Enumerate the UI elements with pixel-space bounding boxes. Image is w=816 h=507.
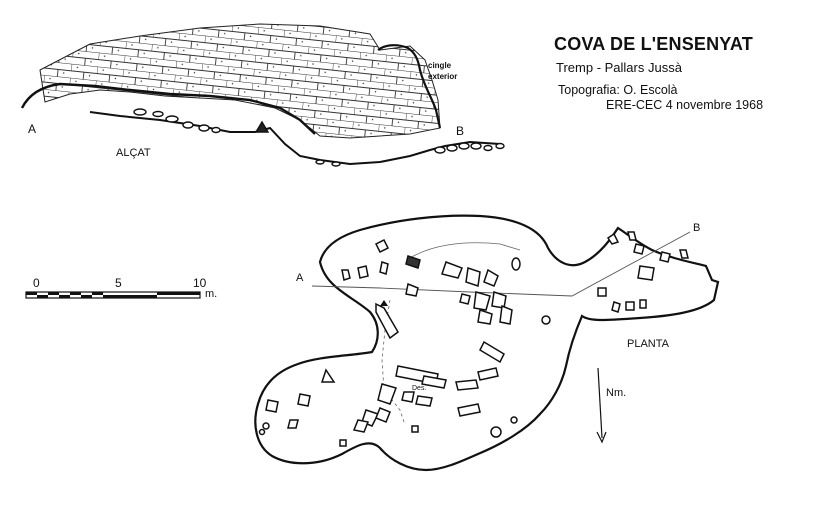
scale-tick-0: 0 (33, 276, 40, 290)
elevation-roof-line (20, 82, 316, 135)
plan-label: PLANTA (627, 338, 669, 350)
elevation-label: ALÇAT (116, 147, 151, 159)
plan-section (254, 214, 720, 472)
elevation-section (20, 23, 505, 167)
north-label: Nm. (606, 387, 627, 399)
north-arrow-icon (596, 367, 607, 444)
plan-survey-line (311, 231, 691, 297)
plan-point-b: B (693, 222, 701, 234)
elevation-point-b: B (456, 124, 465, 138)
map-title: COVA DE L'ENSENYAT (554, 34, 753, 54)
cliff-label-2: exterior (428, 72, 458, 81)
location-text: Tremp - Pallars Jussà (556, 60, 682, 75)
scale-tick-10: 10 (193, 276, 207, 290)
scale-tick-5: 5 (115, 276, 122, 290)
scale-unit: m. (205, 288, 218, 300)
plan-small-label: Des. (412, 385, 427, 392)
team-date-text: ERE-CEC 4 novembre 1968 (606, 98, 764, 112)
scale-bar (25, 291, 201, 299)
cliff-label-1: cingle (428, 61, 452, 70)
elevation-cliff-line (377, 44, 442, 129)
plan-blocks (258, 231, 689, 447)
plan-point-a: A (296, 272, 304, 284)
elevation-point-a: A (28, 122, 37, 136)
surveyor-text: Topografia: O. Escolà (558, 83, 678, 97)
elevation-rock-mass (39, 23, 441, 139)
